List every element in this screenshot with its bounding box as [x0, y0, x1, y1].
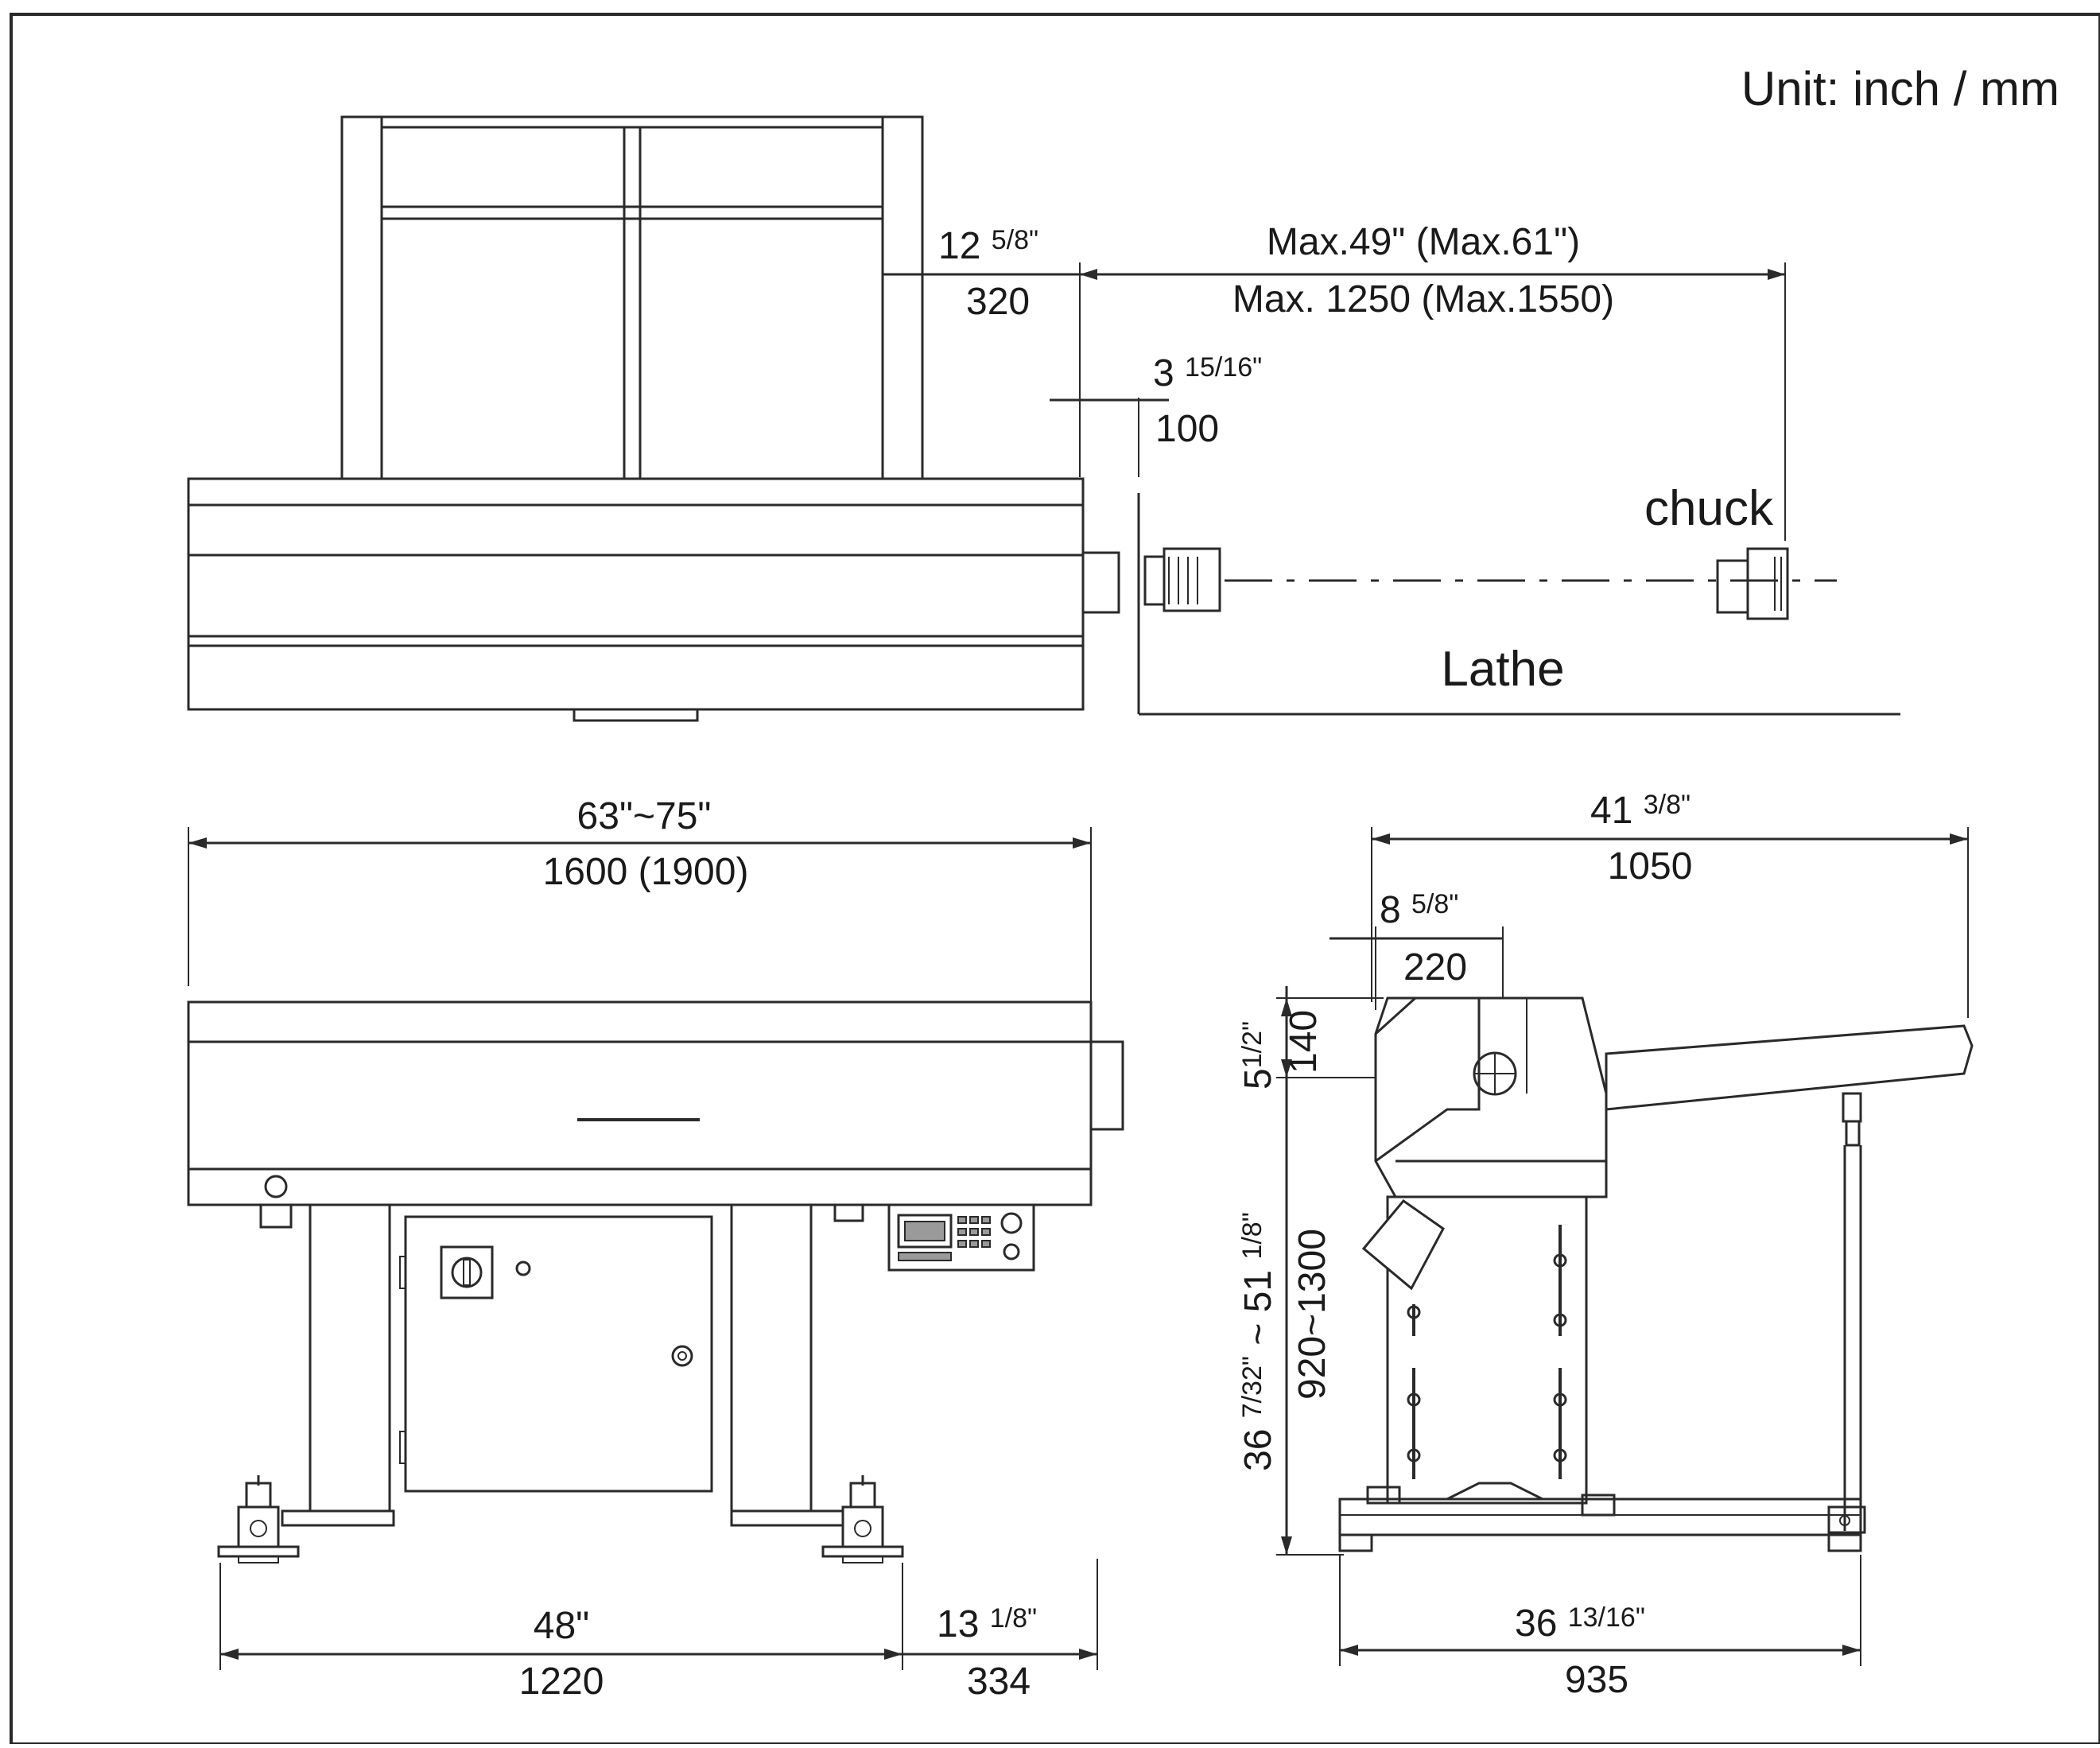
dim-footprint-in: 36 13/16" [1515, 1602, 1645, 1645]
control-cabinet [404, 1215, 713, 1493]
top-frame [340, 115, 924, 480]
chuck-shape [1716, 547, 1789, 620]
bar-tray [1605, 1024, 1974, 1111]
dim-overhang-in: 13 1/8" [937, 1603, 1037, 1645]
dim-footprint-mm: 935 [1565, 1659, 1628, 1701]
pressure-gauge-icon [264, 1175, 288, 1198]
dim-base-mm: 1220 [519, 1661, 604, 1703]
dim-top-mm: 140 [1283, 1010, 1325, 1074]
indicator-lamp-icon [515, 1261, 531, 1276]
guide-bushing [1143, 547, 1221, 612]
main-switch-icon [440, 1245, 494, 1299]
dim-length-mm: 1600 (1900) [543, 851, 749, 893]
dim-gap-in: 3 15/16" [1153, 352, 1262, 394]
dim-width-in: 41 3/8" [1590, 790, 1690, 832]
dim-gap-mm: 100 [1155, 408, 1219, 450]
dim-height-in: 36 7/32" ~ 51 1/8" [1237, 1212, 1279, 1471]
left-foot [217, 1475, 300, 1563]
side-view: 41 3/8" 1050 8 5/8" 220 51/2" 140 36 7/3… [1237, 790, 1974, 1701]
dim-max-in: Max.49" (Max.61") [1267, 221, 1580, 263]
control-panel [887, 1203, 1035, 1272]
dim-length-in: 63"~75" [577, 795, 712, 837]
side-bracket [1361, 1198, 1445, 1291]
lathe-label: Lathe [1441, 642, 1564, 697]
dim-frame-offset-in: 12 5/8" [938, 225, 1038, 267]
support-column [1386, 1195, 1588, 1505]
dim-height-mm: 920~1300 [1291, 1229, 1333, 1400]
feeder-head [1374, 996, 1608, 1198]
left-leg [309, 1203, 391, 1513]
top-view: 12 5/8" 320 Max.49" (Max.61") Max. 1250 … [187, 115, 1900, 722]
dim-max-mm: Max. 1250 (Max.1550) [1232, 278, 1614, 320]
dim-center-in: 8 5/8" [1380, 889, 1458, 931]
dim-overhang-mm: 334 [967, 1661, 1031, 1703]
front-view: 63"~75" 1600 (1900) [187, 795, 1124, 1703]
chuck-label: chuck [1644, 481, 1774, 536]
dim-width-mm: 1050 [1608, 845, 1693, 888]
dim-center-mm: 220 [1403, 946, 1467, 989]
unit-label: Unit: inch / mm [1741, 62, 2059, 115]
dim-frame-offset-mm: 320 [966, 281, 1030, 323]
cabinet-lock-icon [671, 1345, 693, 1367]
dim-top-in: 51/2" [1237, 1021, 1279, 1090]
right-foot [821, 1475, 904, 1563]
feeder-body [187, 1000, 1093, 1206]
tray-support [1827, 1092, 1866, 1534]
dim-base-in: 48" [534, 1605, 589, 1647]
top-bed [187, 477, 1120, 722]
right-leg [730, 1203, 813, 1513]
base-frame [1338, 1482, 1862, 1552]
